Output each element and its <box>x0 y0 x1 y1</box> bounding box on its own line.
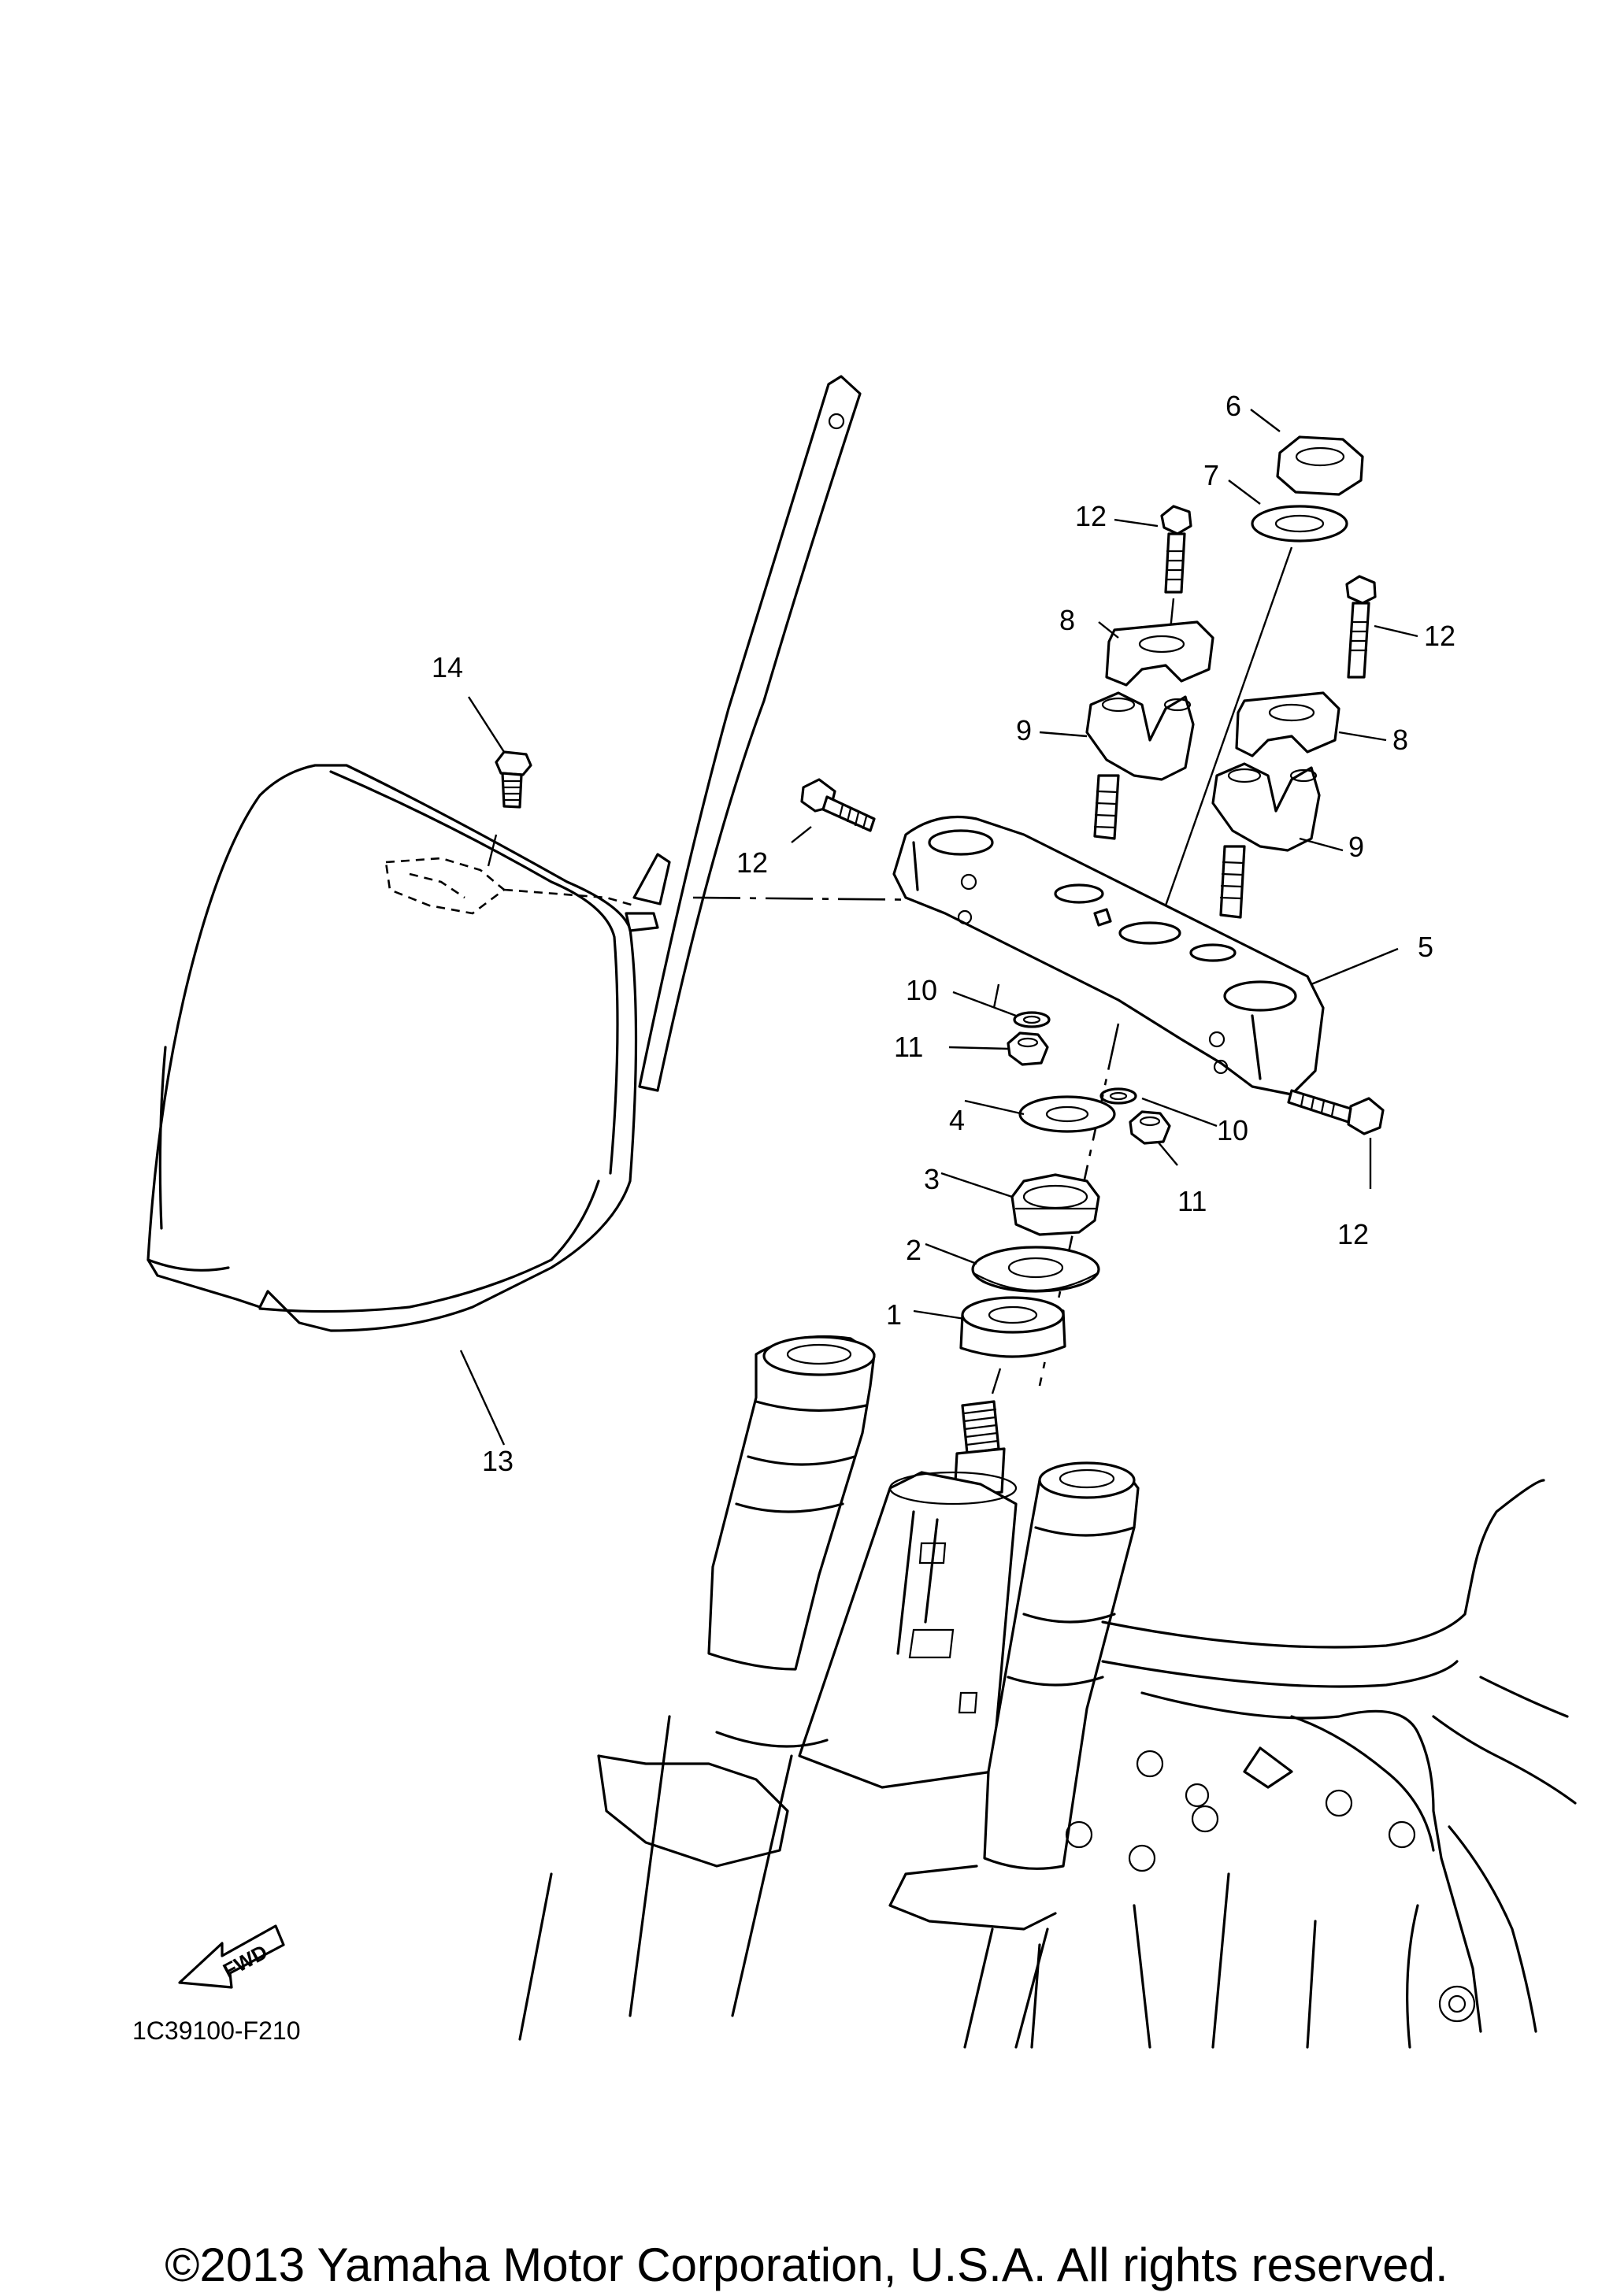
callout-7: 7 <box>1203 459 1219 491</box>
washer-10-right[interactable] <box>1099 1087 1137 1105</box>
cover-2[interactable] <box>971 1246 1100 1293</box>
bearing-1[interactable] <box>959 1296 1066 1394</box>
bolt-12-lower-right[interactable] <box>1287 1089 1385 1135</box>
callout-2: 2 <box>906 1234 921 1266</box>
callout-labels: 6 7 12 12 8 9 8 9 12 5 10 11 10 11 12 4 … <box>432 390 1455 1477</box>
callout-9-left: 9 <box>1016 714 1032 746</box>
callout-12-upper-right: 12 <box>1424 620 1455 652</box>
callout-8-right: 8 <box>1392 724 1408 756</box>
frame <box>1065 1479 1577 2049</box>
callout-5: 5 <box>1418 931 1433 963</box>
callout-14: 14 <box>432 651 463 683</box>
ring-nut-3[interactable] <box>1010 1173 1100 1236</box>
callout-11-left: 11 <box>894 1031 923 1063</box>
bolt-12-upper-left[interactable] <box>1160 505 1192 639</box>
fork-left <box>518 1335 876 2041</box>
lower-holder-9-left[interactable] <box>1085 691 1195 840</box>
upper-bracket-5[interactable] <box>892 816 1325 1096</box>
washer-10-left[interactable] <box>1013 1011 1051 1028</box>
steering-stem <box>798 1400 1018 1789</box>
callout-11-right: 11 <box>1177 1185 1207 1217</box>
nut-11-left[interactable] <box>1007 1031 1049 1066</box>
callout-6: 6 <box>1226 390 1241 422</box>
washer-7[interactable] <box>1251 505 1348 543</box>
lower-holder-9-right[interactable] <box>1211 762 1321 919</box>
fork-right <box>888 1461 1140 2049</box>
callout-4: 4 <box>949 1104 965 1136</box>
nut-6[interactable] <box>1276 435 1364 496</box>
axis-line-10 <box>992 983 1000 1009</box>
callout-1: 1 <box>886 1298 902 1331</box>
washer-4[interactable] <box>1018 1095 1116 1133</box>
bolt-12-upper-right[interactable] <box>1345 575 1377 679</box>
upper-holder-8-left[interactable] <box>1105 620 1214 687</box>
callout-leaders <box>459 409 1418 1446</box>
nut-11-right[interactable] <box>1129 1110 1171 1145</box>
bolt-12-left[interactable] <box>800 778 876 832</box>
callout-12-lower-right: 12 <box>1337 1218 1369 1250</box>
callout-3: 3 <box>924 1163 940 1195</box>
callout-9-right: 9 <box>1348 831 1364 863</box>
number-plate-13[interactable] <box>146 375 862 1332</box>
callout-12-upper-left: 12 <box>1075 500 1107 532</box>
copyright-notice: ©2013 Yamaha Motor Corporation, U.S.A. A… <box>165 2239 1448 2291</box>
bolt-14[interactable] <box>487 750 532 867</box>
callout-13: 13 <box>482 1445 514 1477</box>
callout-10-right: 10 <box>1217 1114 1248 1146</box>
forward-direction-arrow: FWD <box>178 1924 285 1989</box>
callout-10-left: 10 <box>906 974 937 1006</box>
upper-holder-8-right[interactable] <box>1235 691 1340 757</box>
diagram-code: 1C39100-F210 <box>132 2016 300 2045</box>
callout-12-left: 12 <box>736 846 768 879</box>
axis-line-7 <box>1164 546 1293 906</box>
callout-8-left: 8 <box>1059 604 1075 636</box>
mounting-axis-line <box>692 896 1103 903</box>
